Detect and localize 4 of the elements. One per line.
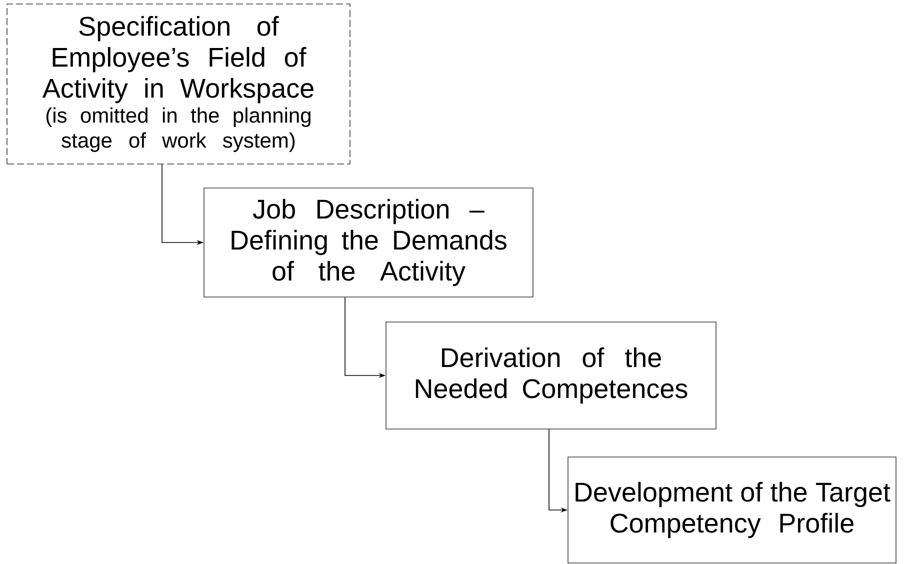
process-box: Derivation of the Needed Competences — [386, 322, 716, 430]
process-box: Specification of Employee’s Field of Activity in Workspace (is omitted in the planning stage of work system) — [6, 4, 350, 164]
process-box: Job Description – Defining the Demands of the Activity — [204, 188, 534, 298]
process-box: Development of the Target Competency Profile — [568, 456, 896, 564]
